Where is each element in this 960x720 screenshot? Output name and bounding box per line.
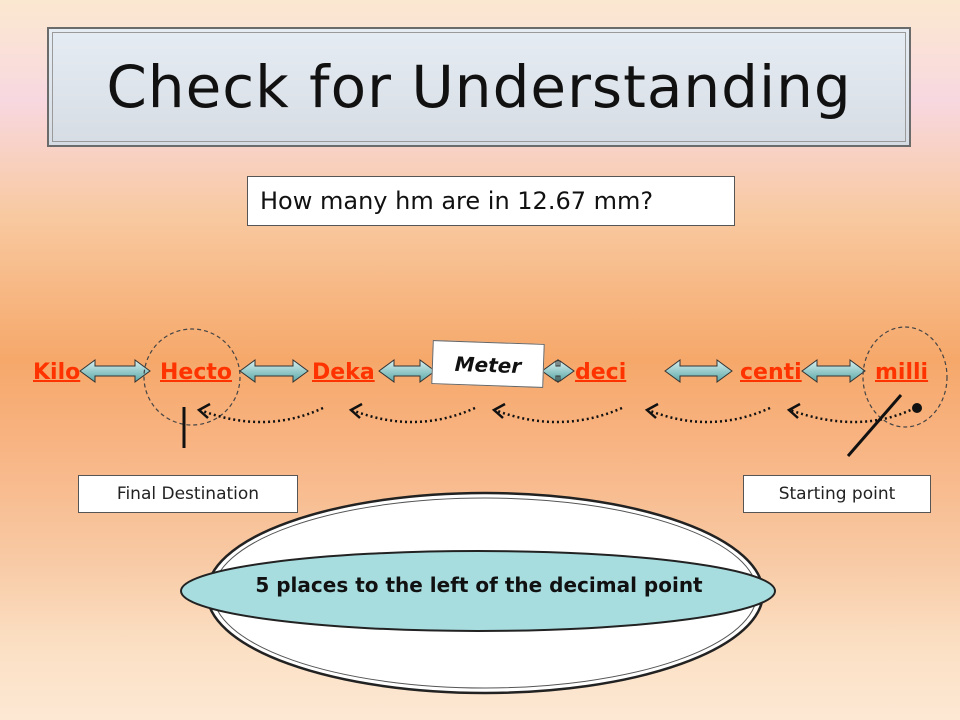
starting-point-pointer <box>846 394 903 457</box>
unit-hecto: Hecto <box>160 360 233 385</box>
unit-milli: milli <box>875 360 929 385</box>
unit-kilo: Kilo <box>33 360 81 385</box>
double-arrow-deka-meter <box>378 359 436 383</box>
starting-point-label: Starting point <box>743 475 931 513</box>
double-arrow-kilo-hecto <box>79 359 151 383</box>
question-box: How many hm are in 12.67 mm? <box>247 176 735 226</box>
unit-deci: deci <box>575 360 627 385</box>
answer-text: 5 places to the left of the decimal poin… <box>255 573 703 597</box>
double-arrow-hecto-deka <box>239 359 309 383</box>
unit-centi: centi <box>740 360 802 385</box>
double-arrow-centi-milli <box>801 359 866 383</box>
title-banner: Check for Understanding <box>47 27 911 147</box>
decimal-point-dot <box>912 403 922 413</box>
hop-arrowheads <box>196 402 801 419</box>
milli-highlight-oval <box>862 326 948 428</box>
final-destination-label: Final Destination <box>78 475 298 513</box>
unit-deka: Deka <box>312 360 375 385</box>
answer-oval <box>180 550 776 632</box>
hop-arrows <box>199 406 916 424</box>
hecto-highlight-oval <box>143 328 241 426</box>
double-arrow-meter-deci <box>541 359 575 383</box>
unit-meter: Meter <box>431 340 545 388</box>
double-arrow-deci-centi <box>664 359 733 383</box>
page-title: Check for Understanding <box>106 53 852 121</box>
